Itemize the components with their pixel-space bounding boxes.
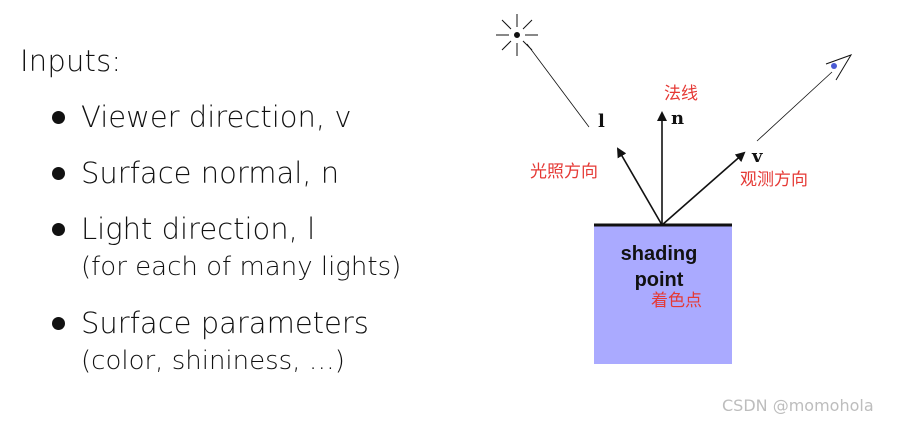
list-item-sublabel: (for each of many lights): [81, 252, 402, 282]
list-item-label: Surface normal, n: [81, 156, 340, 190]
bullet-icon: [52, 317, 65, 330]
bullet-icon: [52, 223, 65, 236]
eye-icon: [825, 54, 853, 81]
inputs-heading: Inputs:: [20, 44, 122, 78]
normal-vector-label: n: [671, 108, 684, 129]
bullet-icon: [52, 167, 65, 180]
view-label-cn: 观测方向: [740, 170, 808, 190]
list-item-sublabel: (color, shininess, …): [81, 346, 345, 376]
shading-point-box: [594, 225, 732, 364]
list-item-label: Light direction, l: [81, 212, 316, 246]
watermark: CSDN @momohola: [722, 396, 874, 415]
box-label-shading: shading: [621, 243, 698, 265]
normal-label-cn: 法线: [664, 84, 698, 104]
box-label-point: point: [635, 269, 684, 291]
box-label-cn: 着色点: [651, 291, 702, 311]
view-ray: [756, 71, 833, 142]
view-arrow: [661, 151, 746, 226]
light-ray: [526, 43, 590, 128]
light-vector-label: l: [598, 111, 605, 132]
bullet-icon: [52, 111, 65, 124]
light-source-icon: [496, 14, 538, 56]
list-item-label: Viewer direction, v: [81, 100, 352, 134]
view-vector-label: v: [751, 146, 763, 167]
light-arrow: [616, 147, 663, 226]
list-item-label: Surface parameters: [81, 306, 369, 340]
light-label-cn: 光照方向: [530, 162, 598, 182]
